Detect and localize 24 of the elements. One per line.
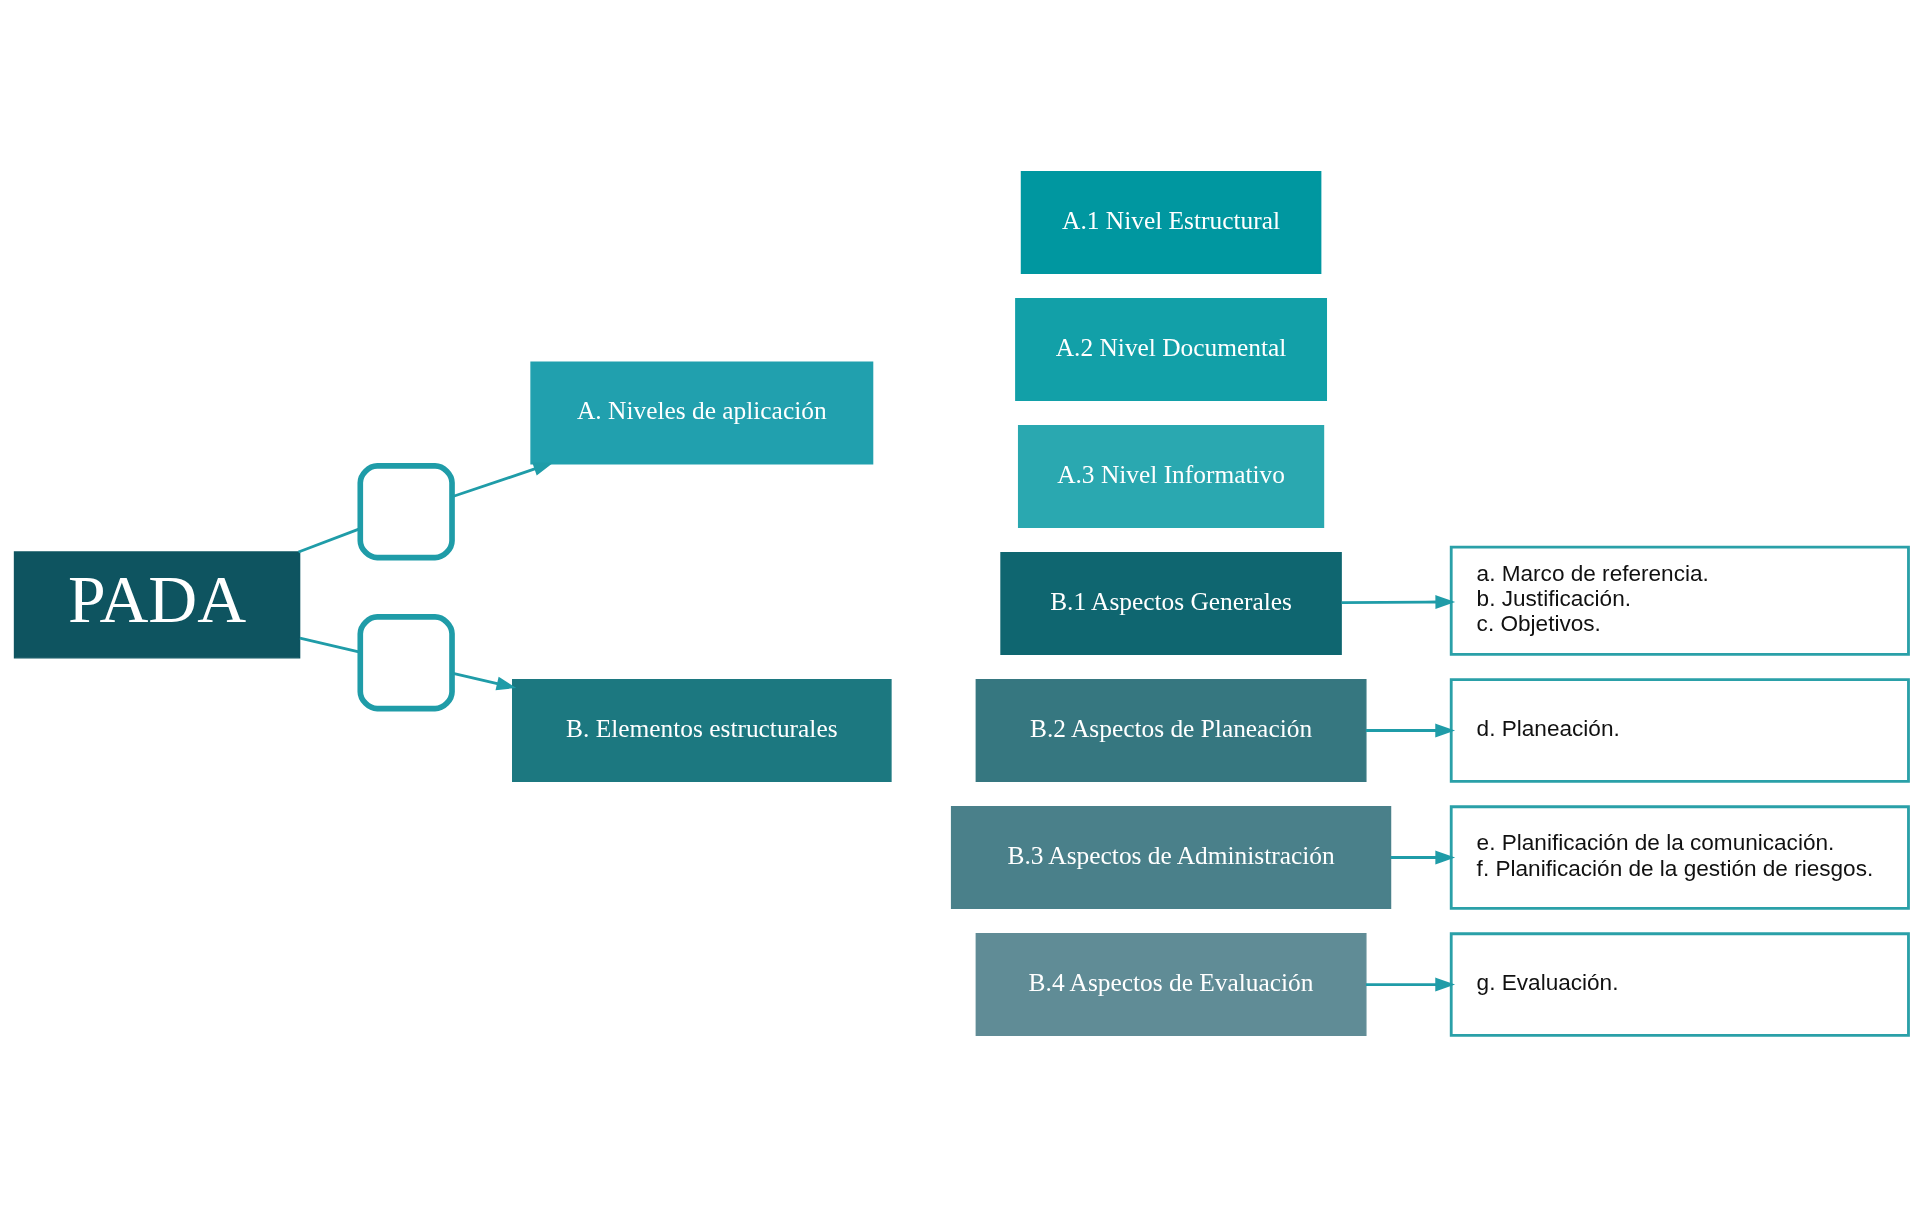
arrow xyxy=(1365,723,1456,737)
node-box: B. Elementos estructurales xyxy=(512,678,892,782)
arrow xyxy=(451,461,554,498)
arrow xyxy=(451,671,517,690)
arrow xyxy=(1365,977,1456,991)
node-box: B.3 Aspectos de Administración xyxy=(950,805,1392,909)
arrow xyxy=(1390,850,1456,864)
node-box: A. Niveles de aplicación xyxy=(530,360,874,464)
node-box: d. Planeación. xyxy=(1449,677,1910,783)
node-box: B.1 Aspectos Generales xyxy=(1000,551,1342,655)
arrow xyxy=(1341,594,1456,609)
connector xyxy=(299,636,361,654)
node-box: PADA xyxy=(13,550,301,659)
node-box: g. Evaluación. xyxy=(1449,931,1910,1037)
node-box: A.2 Nivel Documental xyxy=(1015,297,1328,401)
connector xyxy=(298,526,361,553)
node-box: B.4 Aspectos de Evaluación xyxy=(975,932,1367,1036)
node-box: e. Planificación de la comunicación. f. Planificación de la gestión de riesgos. xyxy=(1449,804,1910,910)
node-box: A.1 Nivel Estructural xyxy=(1020,170,1322,274)
node-box: B.2 Aspectos de Planeación xyxy=(975,678,1367,782)
node-box xyxy=(357,462,455,560)
node-box: a. Marco de referencia. b. Justificación. c. Objetivos. xyxy=(1449,545,1910,656)
node-box xyxy=(357,613,455,711)
node-box: A.3 Nivel Informativo xyxy=(1017,424,1325,528)
